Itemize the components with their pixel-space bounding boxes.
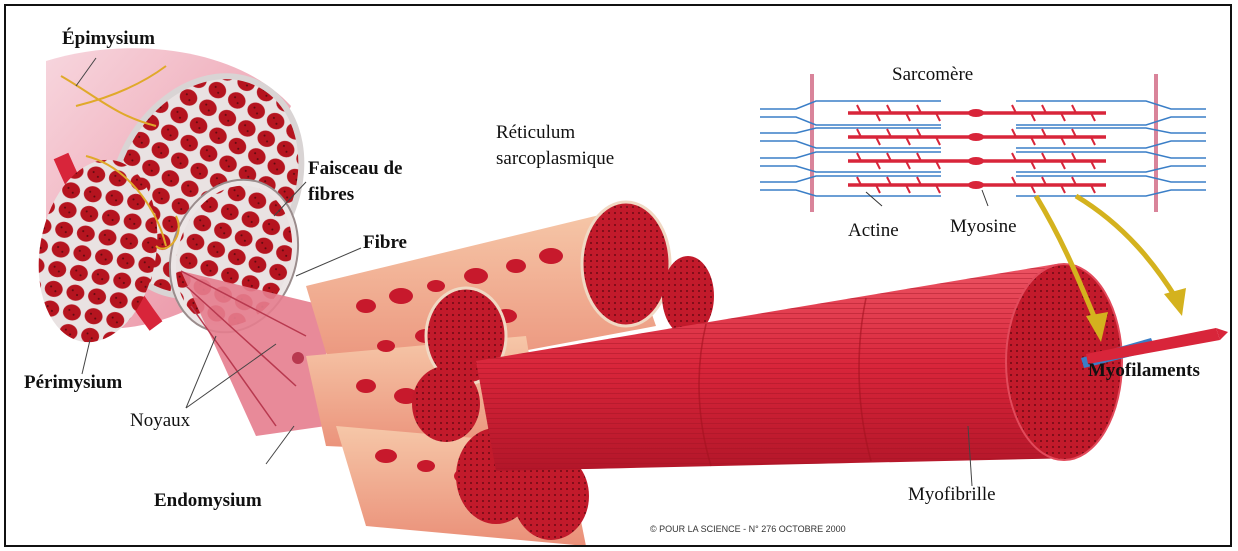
label-myofilaments: Myofilaments bbox=[1088, 360, 1200, 382]
label-fibres: fibres bbox=[308, 184, 354, 206]
label-endomysium: Endomysium bbox=[154, 490, 262, 512]
sarcomere-inset bbox=[760, 74, 1206, 212]
label-myofibrille: Myofibrille bbox=[908, 484, 996, 506]
label-faisceau: Faisceau de bbox=[308, 158, 402, 180]
label-reticulum: Réticulum bbox=[496, 122, 575, 144]
label-fibre: Fibre bbox=[363, 232, 407, 254]
label-perimysium: Périmysium bbox=[24, 372, 122, 394]
label-noyaux: Noyaux bbox=[130, 410, 190, 432]
label-actine: Actine bbox=[848, 220, 899, 242]
label-epimysium: Épimysium bbox=[62, 28, 155, 50]
label-sarcomere: Sarcomère bbox=[892, 64, 973, 86]
credit-line: © POUR LA SCIENCE - N° 276 OCTOBRE 2000 bbox=[650, 524, 846, 534]
fibre-cone bbox=[181, 271, 326, 436]
label-sarcoplasmique: sarcoplasmique bbox=[496, 148, 614, 170]
diagram-frame: Épimysium Faisceau de fibres Fibre Rétic… bbox=[4, 4, 1232, 547]
label-myosine: Myosine bbox=[950, 216, 1017, 238]
muscle-illustration bbox=[6, 6, 1232, 547]
